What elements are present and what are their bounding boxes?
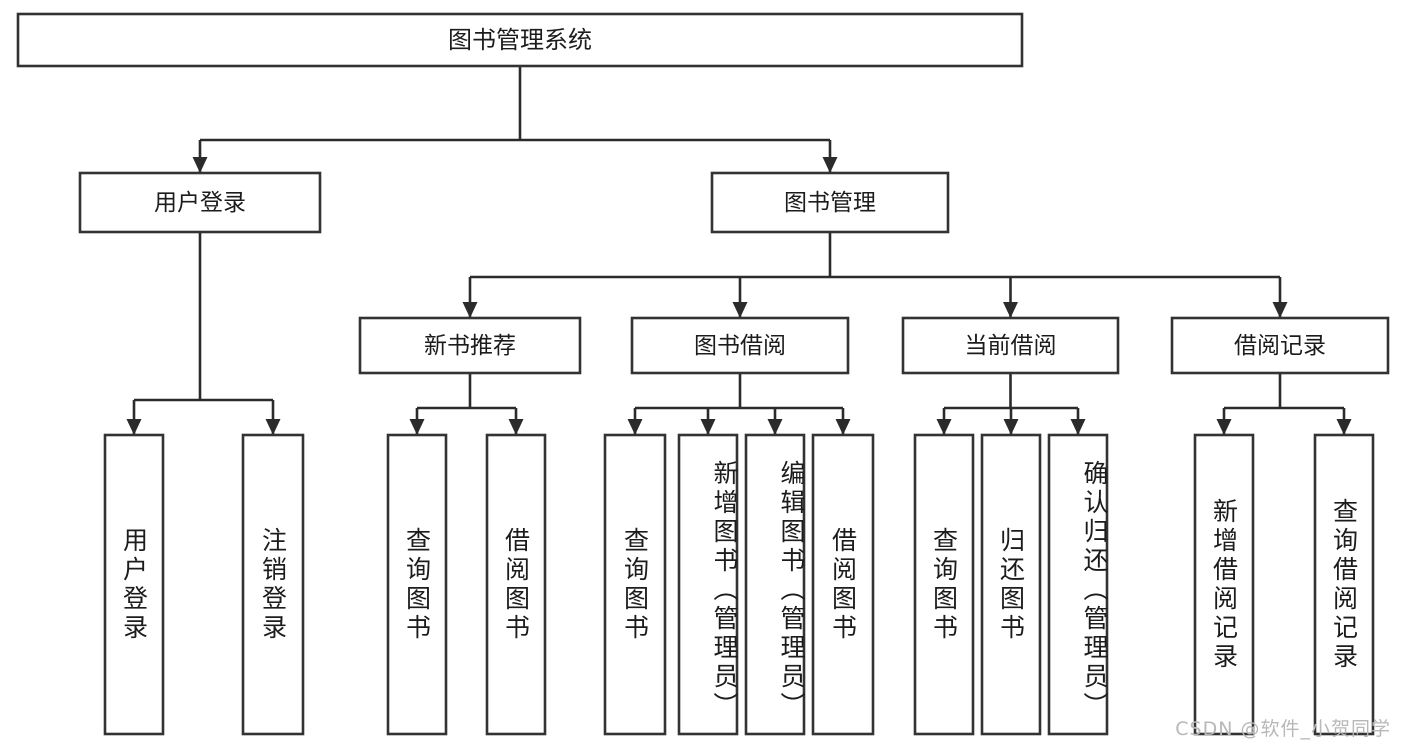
arrow-head-icon [1272,302,1288,318]
arrow-head-icon [1336,419,1352,435]
node-leaf-7[interactable] [811,433,875,736]
node-leaf-11[interactable] [1193,433,1255,736]
arrow-head-icon [627,419,643,435]
arrow-head-icon [732,302,748,318]
node-leaf-1[interactable] [241,433,305,736]
node-level2-3-label: 借阅记录 [1234,333,1326,359]
node-leaf-8[interactable] [913,433,975,736]
node-level2-2[interactable] [901,316,1120,375]
boxes-layer [16,12,1390,736]
node-level1-1[interactable] [710,171,950,234]
watermark-text: CSDN @软件_小贺同学 [1175,718,1391,740]
node-level2-0-label: 新书推荐 [424,333,516,359]
arrow-head-icon [835,419,851,435]
node-root[interactable] [16,12,1024,68]
node-level2-2-label: 当前借阅 [965,333,1057,359]
node-level1-0-label: 用户登录 [154,190,246,216]
node-leaf-10[interactable] [1047,433,1109,736]
node-leaf-9[interactable] [980,433,1042,736]
node-level1-1-label: 图书管理 [784,190,876,216]
node-leaf-6[interactable] [744,433,806,736]
node-level2-0[interactable] [358,316,582,375]
node-leaf-2[interactable] [386,433,448,736]
arrow-head-icon [1003,419,1019,435]
arrow-head-icon [508,419,524,435]
node-level2-1[interactable] [630,316,850,375]
node-leaf-4[interactable] [603,433,667,736]
arrow-head-icon [767,419,783,435]
node-level2-1-label: 图书借阅 [694,333,786,359]
arrow-head-icon [192,157,208,173]
node-leaf-12[interactable] [1313,433,1375,736]
node-level1-0[interactable] [78,171,322,234]
arrow-head-icon [822,157,838,173]
connectors-layer [126,66,1352,435]
node-root-label: 图书管理系统 [448,26,592,54]
arrow-head-icon [126,419,142,435]
arrow-head-icon [409,419,425,435]
node-leaf-5[interactable] [677,433,739,736]
arrow-head-icon [265,419,281,435]
node-level2-3[interactable] [1170,316,1390,375]
arrow-head-icon [462,302,478,318]
node-leaf-0[interactable] [103,433,165,736]
arrow-head-icon [1070,419,1086,435]
arrow-head-icon [1216,419,1232,435]
arrow-head-icon [700,419,716,435]
node-leaf-3[interactable] [485,433,547,736]
arrow-head-icon [1003,302,1018,318]
arrow-head-icon [936,419,952,435]
